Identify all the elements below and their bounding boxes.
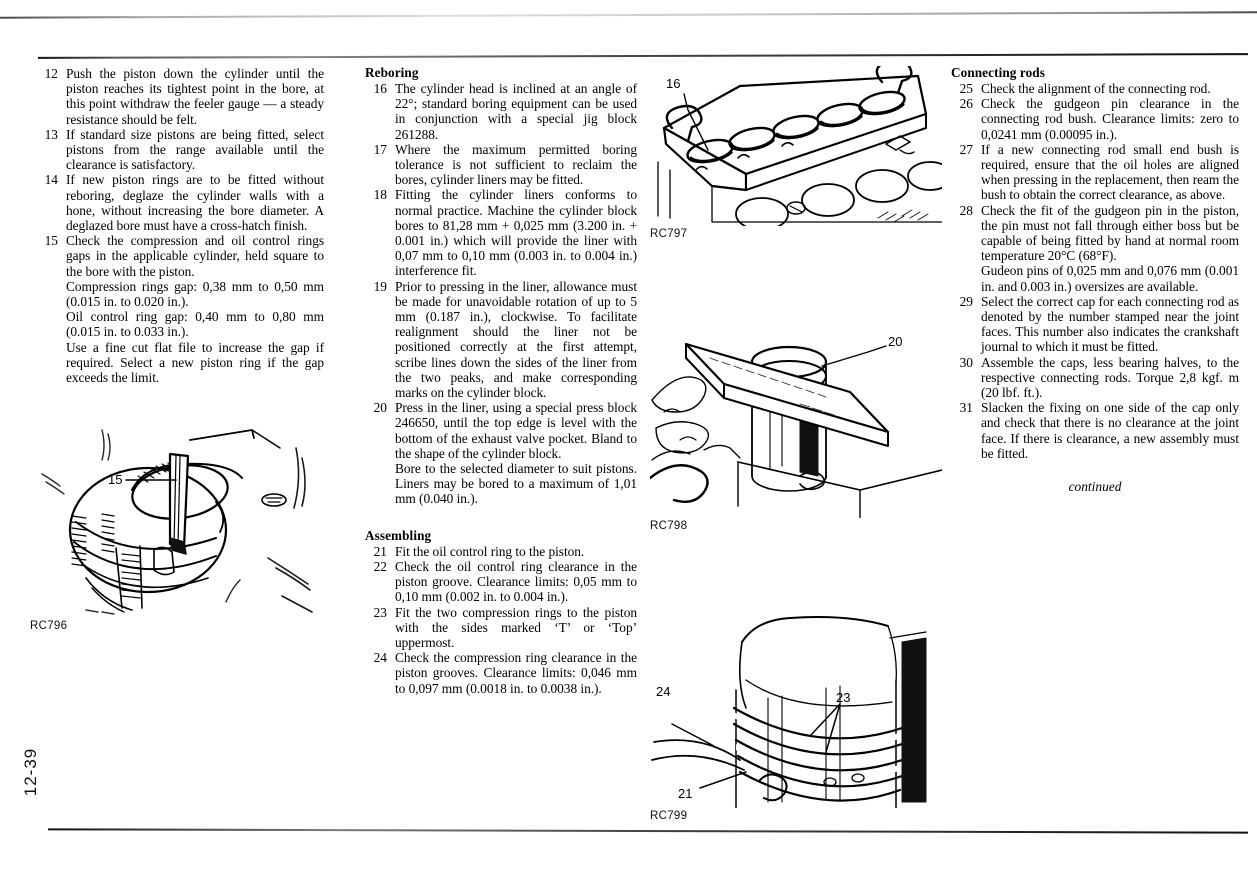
section-heading-assembling: Assembling: [365, 527, 432, 543]
step-text: Where the maximum permitted boring toler…: [395, 141, 637, 188]
figure-rc799: 24 23 21 RC799: [650, 612, 942, 822]
step-number: 22: [373, 558, 387, 574]
step-text: Fit the two compression rings to the pis…: [395, 604, 637, 650]
step-note-gudgeon-oversizes: Gudeon pins of 0,025 mm and 0,076 mm (0.…: [981, 263, 1239, 294]
step-text: If standard size pistons are being fitte…: [66, 126, 324, 173]
step-text: Check the alignment of the connecting ro…: [981, 81, 1211, 96]
step-text: The cylinder head is inclined at an angl…: [395, 81, 637, 142]
figure-caption: RC797: [650, 228, 688, 240]
list-item: 22 Check the oil control ring clearance …: [365, 559, 637, 605]
step-number: 19: [373, 278, 387, 294]
steps-list-reboring: 16 The cylinder head is inclined at an a…: [365, 81, 637, 507]
list-item: 13 If standard size pistons are being fi…: [36, 127, 324, 173]
figure-callout-21: 21: [678, 786, 692, 801]
step-text: Check the oil control ring clearance in …: [395, 558, 637, 605]
step-text: Press in the liner, using a special pres…: [395, 400, 637, 461]
figure-caption: RC798: [650, 520, 688, 532]
list-item: 18 Fitting the cylinder liners conforms …: [365, 187, 637, 278]
list-item: 21 Fit the oil control ring to the pisto…: [365, 544, 637, 559]
step-spec-compression-gap: Compression rings gap: 0,38 mm to 0,50 m…: [66, 278, 324, 310]
figure-rc797: 16 RC797: [650, 66, 942, 240]
step-text: Assemble the caps, less bearing halves, …: [981, 354, 1239, 401]
step-number: 20: [373, 400, 387, 416]
section-heading-reboring: Reboring: [365, 65, 419, 80]
column-two: Reboring 16 The cylinder head is incline…: [365, 66, 637, 696]
list-item: 29 Select the correct cap for each conne…: [951, 294, 1239, 355]
figure-rc799-illustration: 24 23 21: [651, 616, 927, 808]
step-number: 25: [959, 81, 973, 96]
list-item: 24 Check the compression ring clearance …: [365, 650, 637, 696]
steps-list-connecting-rods: 25 Check the alignment of the connecting…: [951, 81, 1239, 461]
figure-caption: RC796: [30, 620, 68, 632]
list-item: 28 Check the fit of the gudgeon pin in t…: [951, 203, 1239, 294]
scan-edge-artifact: [0, 11, 1257, 19]
list-item: 27 If a new connecting rod small end bus…: [951, 142, 1239, 203]
page-number: 12-39: [21, 747, 40, 797]
list-item: 26 Check the gudgeon pin clearance in th…: [951, 96, 1239, 142]
figure-rc798: 20 RC798: [650, 300, 942, 532]
step-text: Prior to pressing in the liner, allowanc…: [395, 278, 637, 401]
step-text: If a new connecting rod small end bush i…: [981, 141, 1239, 203]
list-item: 25 Check the alignment of the connecting…: [951, 81, 1239, 96]
step-text: Slacken the fixing on one side of the ca…: [981, 400, 1239, 461]
step-number: 15: [44, 233, 58, 249]
steps-list-col1: 12 Push the piston down the cylinder unt…: [36, 66, 324, 385]
step-text: Fit the oil control ring to the piston.: [395, 543, 585, 559]
step-text: If new piston rings are to be fitted wit…: [66, 172, 324, 234]
figure-caption: RC799: [650, 810, 688, 822]
list-item: 16 The cylinder head is inclined at an a…: [365, 81, 637, 142]
header-rule: [37, 53, 1249, 59]
section-heading-connecting-rods: Connecting rods: [951, 65, 1045, 80]
step-note-bore-diameter: Bore to the selected diameter to suit pi…: [395, 461, 637, 507]
figure-callout-23: 23: [836, 690, 850, 705]
step-number: 18: [373, 187, 387, 203]
column-four: Connecting rods 25 Check the alignment o…: [951, 66, 1239, 495]
figure-callout-15: 15: [108, 472, 122, 487]
figure-rc796-illustration: 15: [41, 429, 313, 615]
step-text: Push the piston down the cylinder until …: [66, 66, 324, 127]
step-text: Check the compression ring clearance in …: [395, 650, 637, 696]
step-text: Select the correct cap for each connecti…: [981, 293, 1239, 355]
step-number: 27: [959, 141, 973, 157]
list-item: 30 Assemble the caps, less bearing halve…: [951, 355, 1239, 401]
step-number: 26: [959, 96, 973, 112]
list-item: 31 Slacken the fixing on one side of the…: [951, 400, 1239, 461]
step-number: 29: [959, 293, 973, 309]
step-note: Use a fine cut flat file to increase the…: [66, 339, 324, 386]
list-item: 20 Press in the liner, using a special p…: [365, 400, 637, 506]
figure-callout-24: 24: [656, 684, 670, 699]
list-item: 19 Prior to pressing in the liner, allow…: [365, 279, 637, 401]
figure-rc796: 15 RC796: [30, 418, 330, 632]
step-number: 24: [373, 650, 387, 666]
step-text: Fitting the cylinder liners conforms to …: [395, 187, 637, 279]
footer-rule: [47, 828, 1249, 834]
figure-callout-20: 20: [888, 334, 902, 349]
step-number: 30: [959, 354, 973, 370]
step-number: 21: [373, 543, 387, 559]
step-number: 13: [44, 126, 58, 142]
list-item: 23 Fit the two compression rings to the …: [365, 605, 637, 651]
list-item: 17 Where the maximum permitted boring to…: [365, 142, 637, 188]
step-number: 14: [44, 172, 58, 188]
figure-rc797-illustration: 16: [657, 66, 942, 226]
steps-list-assembling: 21 Fit the oil control ring to the pisto…: [365, 544, 637, 696]
step-number: 28: [959, 202, 973, 218]
step-number: 31: [959, 400, 973, 416]
figure-callout-16: 16: [666, 76, 680, 91]
step-number: 17: [373, 141, 387, 157]
step-spec-oil-ring-gap: Oil control ring gap: 0,40 mm to 0,80 mm…: [66, 309, 324, 340]
step-number: 12: [44, 66, 58, 81]
figure-rc798-illustration: 20: [650, 334, 942, 518]
step-number: 16: [373, 81, 387, 96]
column-one: 12 Push the piston down the cylinder unt…: [36, 66, 324, 385]
step-text: Check the gudgeon pin clearance in the c…: [981, 96, 1239, 142]
list-item: 12 Push the piston down the cylinder unt…: [36, 66, 324, 127]
step-number: 23: [373, 604, 387, 620]
step-text: Check the compression and oil control ri…: [66, 233, 324, 279]
continued-note: continued: [1068, 479, 1122, 495]
list-item: 14 If new piston rings are to be fitted …: [36, 172, 324, 233]
list-item: 15 Check the compression and oil control…: [36, 233, 324, 385]
step-text: Check the fit of the gudgeon pin in the …: [981, 202, 1239, 264]
